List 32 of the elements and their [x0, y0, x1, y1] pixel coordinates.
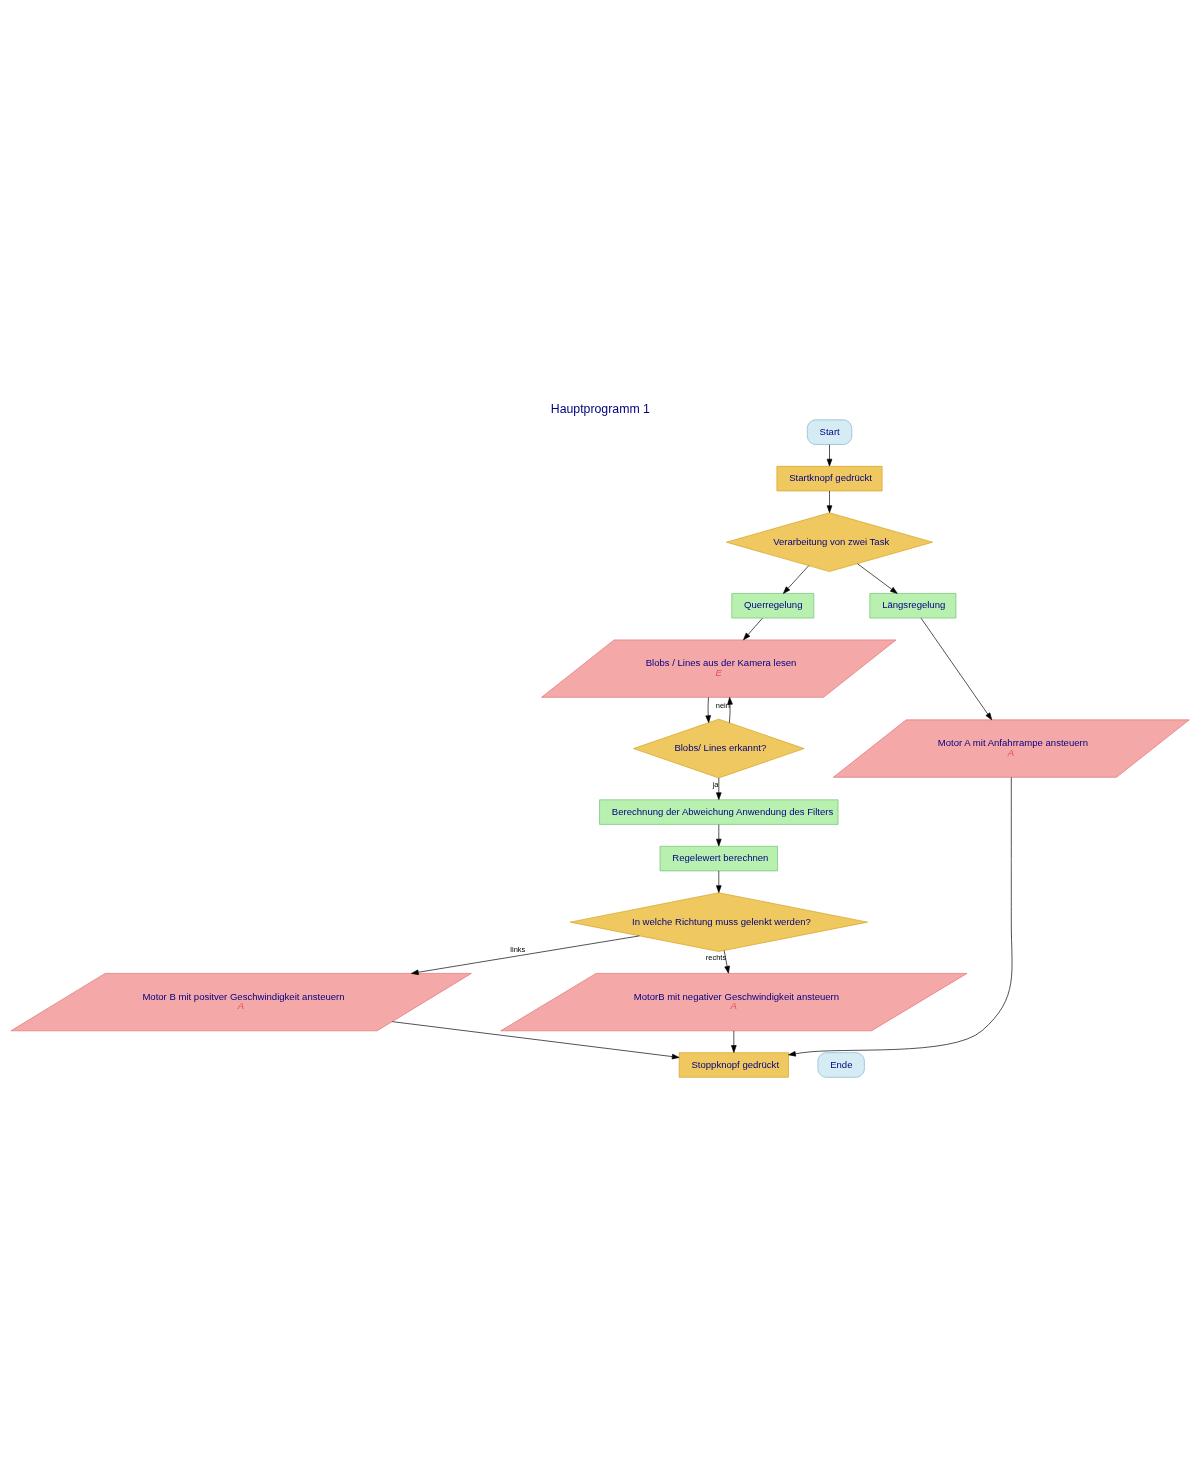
node-box: Ende: [817, 1051, 865, 1078]
arrow: [826, 443, 833, 466]
arrow: [727, 696, 733, 723]
arrow: [783, 564, 810, 594]
arrow: [705, 696, 711, 723]
edge-label: nein: [715, 700, 730, 710]
arrow: [743, 617, 763, 640]
node-box: Berechnung der Abweichung Anwendung des Filters: [599, 799, 839, 825]
arrow: [716, 777, 722, 800]
node-box: Regelewert berechnen: [659, 845, 778, 871]
edge-label: ja: [712, 779, 719, 789]
edge-label: links: [510, 944, 526, 954]
arrow: [411, 935, 640, 975]
node-diamond: Blobs/ Lines erkannt?: [633, 718, 805, 778]
arrow: [716, 870, 722, 893]
node-diamond: In welche Richtung muss gelenkt werden?: [569, 891, 868, 952]
node-box: Start: [806, 419, 853, 445]
node-box: Startknopf gedrückt: [776, 465, 883, 491]
node-box: Querregelung: [731, 592, 815, 618]
arrow: [723, 949, 730, 973]
arrow: [391, 1020, 680, 1059]
diagram-title: Hauptprogramm 1: [550, 401, 650, 416]
arrow: [920, 617, 993, 720]
node-diamond: Verarbeitung von zwei Task: [726, 511, 933, 572]
arrow: [731, 1030, 737, 1053]
arrow: [788, 776, 1013, 1056]
arrow: [716, 823, 722, 846]
node-box: Längsregelung: [869, 592, 957, 618]
arrow: [857, 562, 898, 594]
edge-label: rechts: [705, 952, 727, 962]
arrow: [826, 490, 833, 513]
node-box: Stoppknopf gedrückt: [678, 1051, 789, 1078]
